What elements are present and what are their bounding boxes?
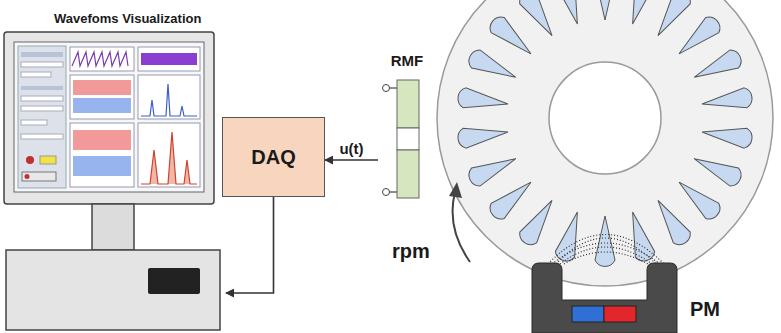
rmf-sensor	[383, 80, 420, 198]
wheel-slot	[516, 0, 560, 41]
signal-arrow	[325, 159, 378, 161]
node-label: DAQ	[251, 146, 295, 169]
wheel-slot	[554, 0, 587, 27]
computer-illustration	[4, 32, 220, 330]
node-label: PM	[690, 298, 720, 321]
wheel-slot	[466, 47, 520, 86]
node-label: RMF	[378, 52, 436, 69]
daq-box: DAQ	[222, 117, 325, 197]
wheel-slot	[516, 195, 560, 248]
wheel-slot	[457, 122, 510, 149]
signal-arrow	[226, 197, 274, 293]
permanent-magnet	[532, 263, 677, 333]
signal-label: u(t)	[337, 140, 365, 157]
wheel-slot	[623, 0, 656, 27]
wheel-slot	[701, 122, 754, 149]
wheel-slot	[673, 175, 724, 223]
wheel-slot	[554, 209, 587, 263]
wheel-slot	[650, 0, 694, 41]
wheel-slot	[486, 175, 537, 223]
wheel-slot	[457, 87, 510, 114]
wheel-slot	[486, 13, 537, 61]
magnet-node: PM	[530, 262, 740, 333]
wheel-slot	[595, 0, 615, 20]
tone-wheel	[437, 0, 773, 286]
wheel-slot	[650, 195, 694, 248]
wheel-slot	[595, 216, 615, 266]
wheel-slot	[701, 87, 754, 114]
wheel-slot	[673, 13, 724, 61]
wheel-slot	[690, 47, 744, 86]
wheel-slot	[690, 150, 744, 189]
computer: Wavefoms Visualization	[4, 6, 226, 328]
node-label: Wavefoms Visualization	[4, 6, 226, 26]
speed-label: rpm	[392, 240, 430, 263]
rmf-sensor-node: RMF	[378, 52, 436, 202]
wheel-slot	[466, 150, 520, 189]
rotation-arrow	[449, 182, 470, 262]
